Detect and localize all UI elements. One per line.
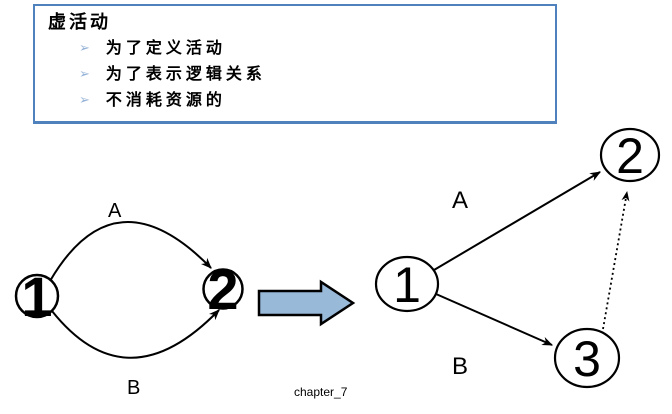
bullet-label: 为了定义活动: [105, 40, 226, 57]
node-label-1: 1: [393, 257, 421, 313]
dummy-activity-dotted-edge: [602, 191, 630, 330]
activity-edge-a-line: [433, 171, 601, 271]
node-label-2: 2: [207, 258, 238, 321]
bullet-arrow-icon: ➢: [79, 66, 90, 81]
info-box: 虚活动 ➢ 为了定义活动 ➢ 为了表示逻辑关系 ➢ 不消耗资源的: [33, 4, 557, 124]
node-circle-1: [374, 255, 440, 313]
info-box-title: 虚活动: [48, 12, 111, 32]
node-label-2: 2: [616, 128, 644, 184]
bullet-item: ➢ 为了表示逻辑关系: [79, 65, 555, 85]
activity-edge-a-curve: [49, 221, 212, 282]
activity-edge-b-curve: [51, 309, 220, 359]
bullet-item: ➢ 为了定义活动: [79, 39, 555, 59]
edge-label-a-left: A: [108, 200, 122, 222]
transform-block-arrow-icon: [257, 279, 356, 327]
node-circle-2: [202, 268, 244, 310]
node-label-3: 3: [573, 331, 601, 387]
node-circle-3: [553, 327, 621, 389]
bullet-arrow-icon: ➢: [79, 92, 90, 107]
bullet-label: 不消耗资源的: [105, 92, 226, 109]
edge-label-a-right: A: [452, 187, 469, 214]
left-network-diagram: 1 2: [14, 221, 244, 359]
node-circle-1: [14, 273, 60, 319]
bullet-arrow-icon: ➢: [79, 40, 90, 55]
edge-label-b-left: B: [127, 377, 141, 399]
bullet-label: 为了表示逻辑关系: [105, 66, 266, 83]
node-circle-2: [599, 127, 661, 183]
footer-chapter-label: chapter_7: [294, 385, 348, 399]
node-label-1: 1: [21, 265, 52, 328]
activity-edge-b-line: [435, 293, 554, 346]
edge-label-b-right: B: [452, 353, 469, 380]
bullet-item: ➢ 不消耗资源的: [79, 91, 555, 111]
right-network-diagram: 1 2 3: [374, 127, 661, 389]
